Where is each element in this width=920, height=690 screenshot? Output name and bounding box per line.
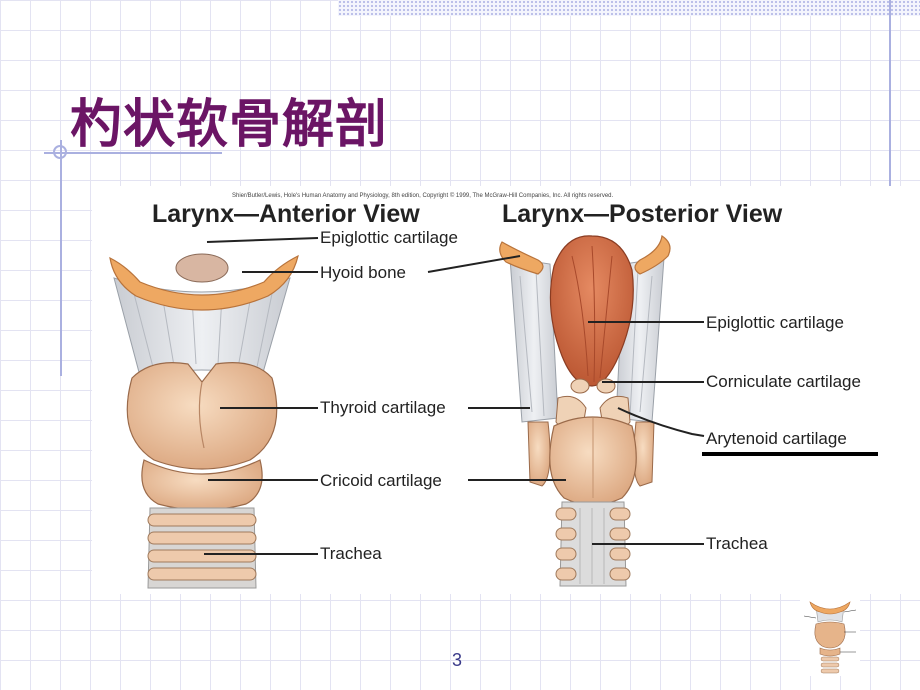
larynx-thumbnail bbox=[800, 592, 860, 676]
anterior-larynx-drawing bbox=[109, 253, 299, 589]
decorative-vertical-line-right bbox=[889, 0, 891, 190]
figure-credit: Shier/Butler/Lewis, Hole's Human Anatomy… bbox=[232, 192, 614, 199]
anterior-view-heading: Larynx—Anterior View bbox=[152, 200, 420, 228]
posterior-larynx-drawing bbox=[499, 234, 671, 587]
label-hyoid-bone: Hyoid bone bbox=[320, 263, 406, 282]
larynx-figure: Shier/Butler/Lewis, Hole's Human Anatomy… bbox=[92, 186, 920, 594]
label-posterior-trachea: Trachea bbox=[706, 534, 768, 553]
larynx-illustration: Shier/Butler/Lewis, Hole's Human Anatomy… bbox=[109, 192, 878, 589]
label-posterior-epiglottic-cartilage: Epiglottic cartilage bbox=[706, 313, 844, 332]
label-corniculate-cartilage: Corniculate cartilage bbox=[706, 372, 861, 391]
label-anterior-trachea: Trachea bbox=[320, 544, 382, 563]
decorative-circle-icon bbox=[53, 145, 67, 159]
label-anterior-epiglottic-cartilage: Epiglottic cartilage bbox=[320, 228, 458, 247]
label-cricoid-cartilage: Cricoid cartilage bbox=[320, 471, 442, 490]
larynx-thumbnail-image bbox=[803, 601, 857, 674]
anterior-leader-lines bbox=[204, 237, 319, 555]
decorative-title-underline bbox=[44, 152, 222, 154]
decorative-vertical-line-left bbox=[60, 140, 62, 376]
slide-title: 杓状软骨解剖 bbox=[70, 94, 389, 155]
posterior-leader-lines bbox=[427, 255, 705, 545]
top-decorative-band bbox=[338, 0, 920, 16]
label-arytenoid-cartilage: Arytenoid cartilage bbox=[706, 429, 847, 448]
label-thyroid-cartilage: Thyroid cartilage bbox=[320, 398, 446, 417]
posterior-view-heading: Larynx—Posterior View bbox=[502, 200, 783, 228]
page-number: 3 bbox=[452, 650, 463, 670]
